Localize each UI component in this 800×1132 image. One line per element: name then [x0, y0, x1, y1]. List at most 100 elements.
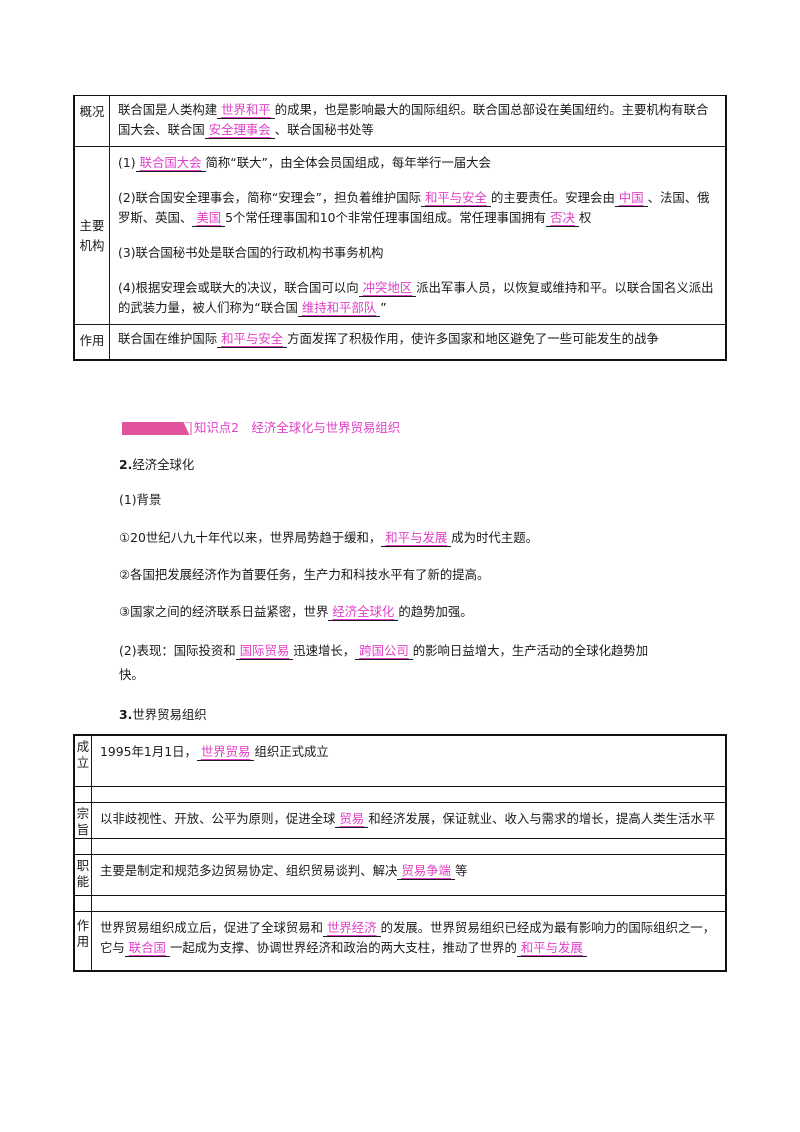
answer: 联合国大会: [139, 155, 202, 170]
un-table: 概况 联合国是人类构建世界和平的成果，也是影响最大的国际组织。联合国总部设在美国…: [73, 95, 727, 361]
wto-heading: 3.世界贸易组织: [119, 705, 679, 725]
text: 组织正式成立: [254, 744, 329, 759]
wto-founded-row: 成立 1995年1月1日，世界贸易组织正式成立: [73, 734, 727, 787]
text: 的影响日益增大，生产活动的全球化趋势加快。: [119, 643, 649, 682]
wto-purpose-row: 宗旨 以非歧视性、开放、公平为原则，促进全球贸易和经济发展，保证就业、收入与需求…: [73, 802, 727, 839]
answer-blank: 和平与安全: [420, 190, 491, 207]
text: 1995年1月1日，: [100, 744, 197, 759]
answer-blank: 国际贸易: [235, 643, 294, 660]
answer-blank: 经济全球化: [328, 604, 399, 621]
answer: 世界和平: [221, 102, 271, 117]
heading-number: 2.: [119, 457, 133, 472]
text: 的发展。世界贸易组织已经成为最有影响力的国际组织之一，它与: [100, 920, 716, 955]
un-role-row: 作用 联合国在维护国际和平与安全方面发挥了积极作用，使许多国家和地区避免了一些可…: [73, 324, 727, 361]
answer-blank: 和平与发展: [516, 940, 587, 957]
text: ②各国把发展经济作为首要任务，生产力和科技水平有了新的提高。: [119, 567, 490, 582]
answer: 经济全球化: [332, 604, 395, 619]
wto-role-content: 世界贸易组织成立后，促进了全球贸易和世界经济的发展。世界贸易组织已经成为最有影响…: [91, 911, 727, 972]
answer: 安全理事会: [208, 122, 271, 137]
answer: 和平与发展: [520, 940, 583, 955]
un-organs-content: (1)联合国大会简称“联大”，由全体会员国组成，每年举行一届大会 (2)联合国安…: [109, 146, 727, 325]
answer-blank: 联合国: [124, 940, 170, 957]
answer-blank: 联合国大会: [135, 155, 206, 172]
text: (4)根据安理会或联大的决议，联合国可以向: [118, 280, 359, 295]
answer: 冲突地区: [362, 280, 413, 295]
heading-number: 3.: [119, 707, 133, 722]
text: (2)表现：国际投资和: [119, 643, 236, 658]
wto-founded-content: 1995年1月1日，世界贸易组织正式成立: [91, 734, 727, 787]
text: 权: [578, 210, 592, 225]
wto-function-label: 职能: [73, 854, 92, 896]
wto-table: 成立 1995年1月1日，世界贸易组织正式成立 宗旨 以非歧视性、开放、公平为原…: [73, 734, 727, 972]
background-item-1: ①20世纪八九十年代以来，世界局势趋于缓和，和平与发展成为时代主题。: [119, 528, 679, 548]
knowledge-point-header: 知识点2 经济全球化与世界贸易组织: [122, 420, 400, 436]
answer: 维持和平部队: [301, 300, 377, 315]
answer: 贸易: [339, 811, 365, 826]
answer: 贸易争端: [401, 863, 451, 878]
text: 和经济发展，保证就业、收入与需求的增长，提高人类生活水平: [368, 811, 716, 826]
text: (2)联合国安全理事会，简称“安理会”，担负着维护国际: [118, 190, 421, 205]
text: 联合国是人类构建: [118, 102, 218, 117]
text: ”: [380, 300, 387, 315]
text: 以非歧视性、开放、公平为原则，促进全球: [100, 811, 336, 826]
answer: 世界贸易: [200, 744, 251, 759]
knowledge-point-title: 知识点2 经济全球化与世界贸易组织: [194, 420, 401, 435]
answer-blank: 否决: [546, 210, 579, 227]
wto-function-row: 职能 主要是制定和规范多边贸易协定、组织贸易谈判、解决贸易争端等: [73, 854, 727, 896]
text: 、联合国秘书处等: [274, 122, 374, 137]
wto-purpose-content: 以非歧视性、开放、公平为原则，促进全球贸易和经济发展，保证就业、收入与需求的增长…: [91, 802, 727, 839]
knowledge-point-bar: [122, 421, 180, 435]
answer-blank: 跨国公司: [355, 643, 413, 660]
answer-blank: 中国: [614, 190, 648, 207]
text: 的主要责任。安理会由: [490, 190, 615, 205]
globalization-heading: 2.经济全球化: [119, 455, 679, 475]
text: 主要是制定和规范多边贸易协定、组织贸易谈判、解决: [100, 863, 398, 878]
text: 成为时代主题。: [451, 530, 538, 545]
answer: 和平与安全: [424, 190, 487, 205]
answer: 美国: [196, 210, 222, 225]
answer: 否决: [550, 210, 575, 225]
text: 方面发挥了积极作用，使许多国家和地区避免了一些可能发生的战争: [287, 331, 659, 346]
text: 世界贸易组织成立后，促进了全球贸易和: [100, 920, 324, 935]
answer-blank: 美国: [192, 210, 226, 227]
answer: 中国: [618, 190, 644, 205]
answer-blank: 世界和平: [217, 102, 275, 119]
answer: 和平与安全: [221, 331, 284, 346]
globalization-background: (1)背景: [119, 492, 162, 507]
text: 的成果，也是影响最大的国际组织。联合国总部设在美国纽约。主要机构有联合国大会、联…: [118, 102, 709, 137]
answer: 世界经济: [327, 920, 377, 935]
answer-blank: 安全理事会: [204, 122, 275, 139]
text: 等: [454, 863, 468, 878]
text: 派出军事人员，以恢复或维持和平。以联合国名义派出的武装力量，被人们称为“联合国: [118, 280, 714, 315]
text: (3)联合国秘书处是联合国的行政机构书事务机构: [118, 245, 384, 260]
text: ③国家之间的经济联系日益紧密，世界: [119, 604, 329, 619]
wto-founded-label: 成立: [73, 734, 92, 787]
answer-blank: 和平与安全: [217, 331, 288, 348]
answer: 跨国公司: [359, 643, 409, 658]
organ-sc: (2)联合国安全理事会，简称“安理会”，担负着维护国际和平与安全的主要责任。安理…: [118, 188, 717, 228]
row-gap: [73, 895, 727, 912]
answer-blank: 世界经济: [323, 920, 381, 937]
text: 联合国在维护国际: [118, 331, 218, 346]
background-item-3: ③国家之间的经济联系日益紧密，世界经济全球化的趋势加强。: [119, 602, 679, 622]
un-organs-label: 主要机构: [73, 146, 110, 325]
knowledge-point-tab-icon: [176, 421, 192, 435]
wto-function-content: 主要是制定和规范多边贸易协定、组织贸易谈判、解决贸易争端等: [91, 854, 727, 896]
organ-secretariat: (3)联合国秘书处是联合国的行政机构书事务机构: [118, 243, 717, 263]
un-overview-label: 概况: [73, 95, 110, 147]
row-gap: [73, 838, 727, 855]
text: ①20世纪八九十年代以来，世界局势趋于缓和，: [119, 530, 382, 545]
wto-role-row: 作用 世界贸易组织成立后，促进了全球贸易和世界经济的发展。世界贸易组织已经成为最…: [73, 911, 727, 972]
text: 简称“联大”，由全体会员国组成，每年举行一届大会: [205, 155, 491, 170]
wto-role-label: 作用: [73, 911, 92, 972]
un-role-label: 作用: [73, 324, 110, 361]
un-overview-row: 概况 联合国是人类构建世界和平的成果，也是影响最大的国际组织。联合国总部设在美国…: [73, 95, 727, 147]
un-organs-row: 主要机构 (1)联合国大会简称“联大”，由全体会员国组成，每年举行一届大会 (2…: [73, 146, 727, 325]
un-role-content: 联合国在维护国际和平与安全方面发挥了积极作用，使许多国家和地区避免了一些可能发生…: [109, 324, 727, 361]
answer-blank: 贸易争端: [397, 863, 455, 880]
text: 迅速增长，: [293, 643, 356, 658]
answer: 和平与发展: [385, 530, 448, 545]
wto-purpose-label: 宗旨: [73, 802, 92, 839]
answer: 联合国: [128, 940, 166, 955]
text: (1): [118, 155, 136, 170]
